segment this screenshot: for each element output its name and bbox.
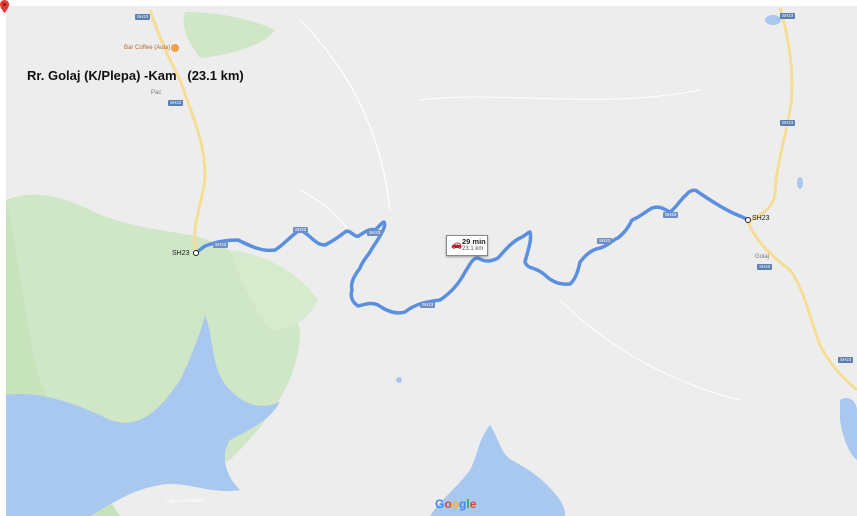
minor-road-3	[559, 299, 741, 401]
start-circle-icon[interactable]	[193, 250, 199, 256]
start-label: SH23	[172, 250, 190, 257]
route-duration: 29 min	[462, 237, 486, 246]
pond-northeast	[765, 15, 781, 25]
shield-far-right: SH23	[838, 357, 854, 363]
shield-route-3: SH23	[367, 230, 383, 236]
town-label-golaj: Golaj	[755, 254, 770, 260]
logo-letter: G	[435, 497, 445, 511]
shield-pac: SH23	[168, 100, 184, 106]
logo-letter: l	[466, 497, 470, 511]
shield-route-2: SH23	[293, 227, 309, 233]
water-name-label: LIQENI I FIERZËS	[166, 498, 204, 503]
shield-top-right: SH23	[780, 13, 796, 19]
route-distance: 23.1 km	[462, 246, 484, 252]
shield-route-5: SH23	[597, 238, 613, 244]
pond-center	[396, 377, 402, 383]
shield-golaj: SH23	[757, 264, 773, 270]
minor-road-1	[299, 19, 391, 211]
poi-label[interactable]: Bar Coffee (Aula)	[124, 45, 171, 51]
town-label-pac: Pac	[151, 90, 162, 96]
route-line[interactable]	[195, 188, 750, 315]
end-label: SH23	[752, 215, 770, 222]
end-circle-icon[interactable]	[745, 217, 751, 223]
logo-letter: e	[469, 497, 477, 511]
restaurant-icon[interactable]	[171, 44, 179, 52]
highway-west	[148, 9, 207, 251]
pond-east	[797, 177, 803, 189]
minor-road-2	[419, 89, 701, 101]
frame-top	[0, 0, 857, 6]
pin-icon[interactable]	[0, 0, 9, 13]
shield-route-1: SH23	[213, 242, 229, 248]
car-icon: 🚗	[451, 239, 463, 249]
shield-route-4: SH23	[420, 302, 436, 308]
logo-letter: o	[444, 497, 452, 511]
river-south	[430, 425, 565, 516]
lake-east	[840, 398, 857, 460]
shield-route-6: SH23	[663, 212, 679, 218]
shield-right: SH23	[780, 120, 796, 126]
logo-letter: o	[451, 497, 460, 511]
forest-area-north	[183, 12, 275, 58]
logo-letter: g	[459, 497, 467, 511]
frame-left	[0, 0, 6, 516]
forest-area-center	[230, 250, 318, 330]
google-logo: Google	[435, 497, 476, 511]
lake-west	[6, 315, 280, 516]
map-title: Rr. Golaj (K/Plepa) -Kam (23.1 km)	[27, 68, 244, 83]
shield-top-left: SH23	[135, 14, 151, 20]
route-info-card[interactable]: 🚗 29 min 23.1 km	[446, 235, 488, 256]
